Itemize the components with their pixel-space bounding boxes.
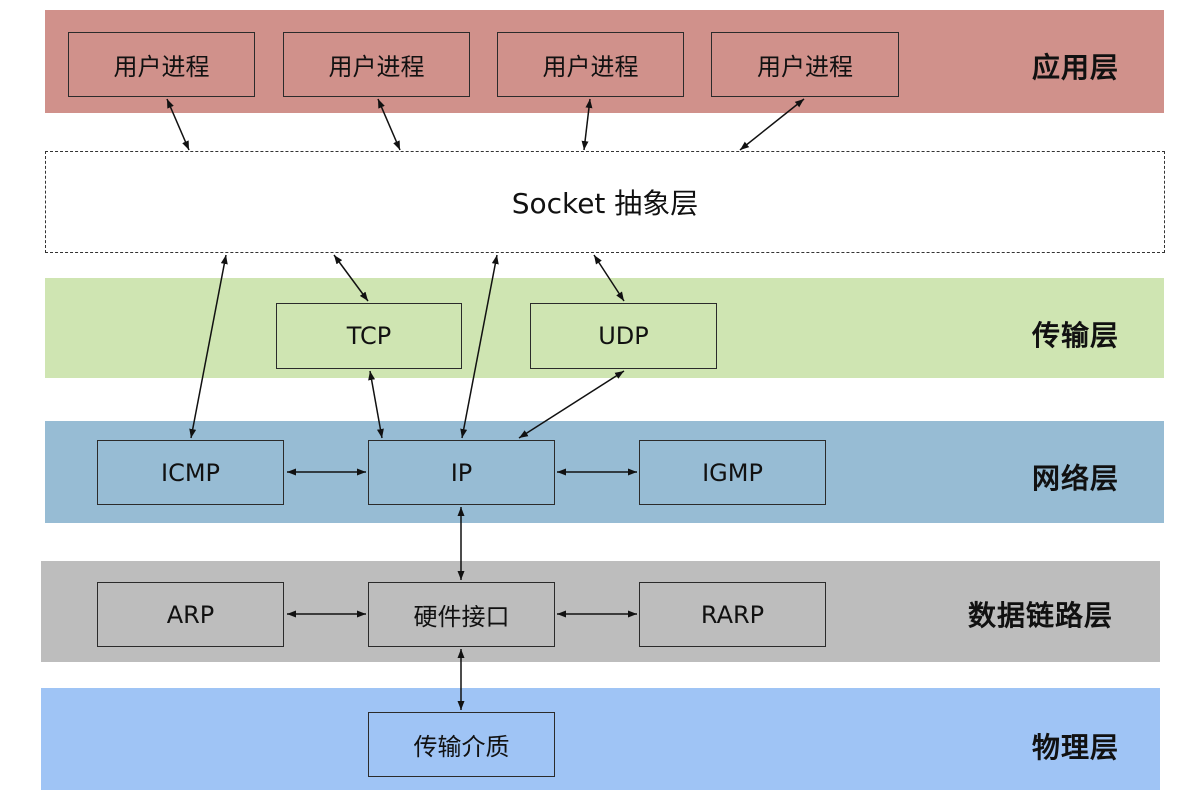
transport-layer-label: 传输层 <box>1032 319 1120 352</box>
user-process-4: 用户进程 <box>711 32 899 97</box>
user-process-2: 用户进程 <box>283 32 470 97</box>
user-process-1: 用户进程 <box>68 32 255 97</box>
rarp-box: RARP <box>639 582 826 647</box>
datalink-layer-label: 数据链路层 <box>968 599 1114 632</box>
application-layer-label: 应用层 <box>1032 51 1120 84</box>
transmission-medium-box: 传输介质 <box>368 712 555 777</box>
tcp-box: TCP <box>276 303 462 369</box>
physical-layer-label: 物理层 <box>1032 731 1120 764</box>
udp-box: UDP <box>530 303 717 369</box>
hardware-interface-box: 硬件接口 <box>368 582 555 647</box>
ip-box: IP <box>368 440 555 505</box>
network-layer-label: 网络层 <box>1032 462 1120 495</box>
icmp-box: ICMP <box>97 440 284 505</box>
user-process-3: 用户进程 <box>497 32 684 97</box>
socket-abstraction-layer: Socket 抽象层 <box>45 151 1165 253</box>
igmp-box: IGMP <box>639 440 826 505</box>
arp-box: ARP <box>97 582 284 647</box>
physical-layer-band <box>41 688 1160 790</box>
